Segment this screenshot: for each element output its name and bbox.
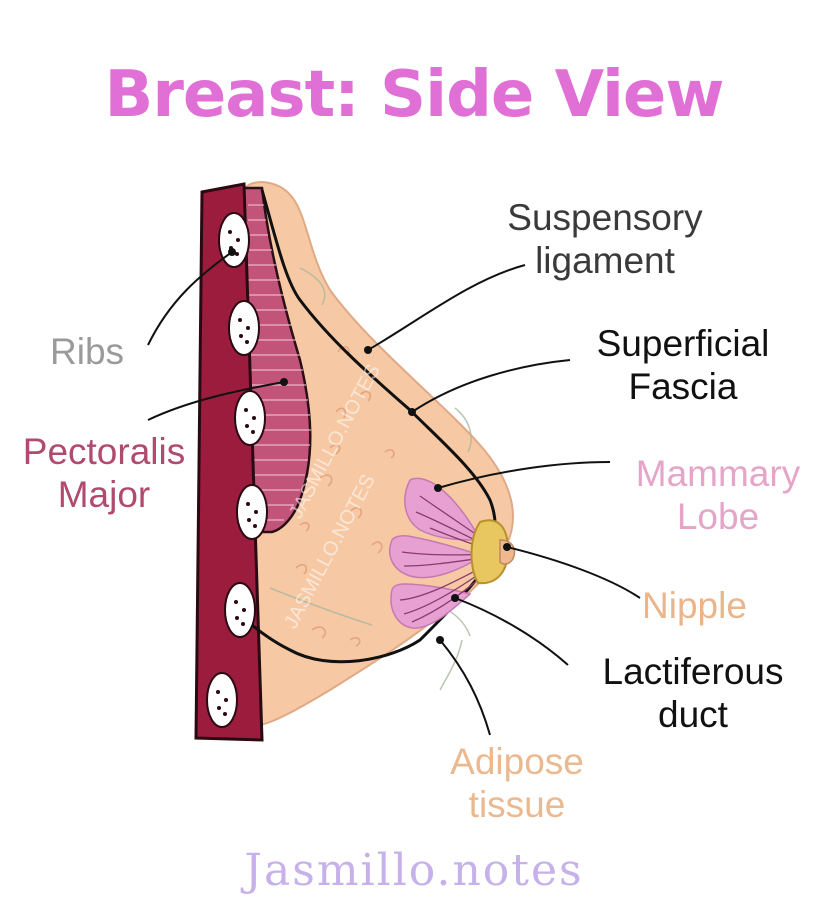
rib <box>237 485 267 539</box>
label-line: Adipose <box>412 740 622 783</box>
label-nipple: Nipple <box>642 584 747 627</box>
label-mammary-lobe: Mammary Lobe <box>608 452 828 538</box>
label-line: Lactiferous <box>568 650 818 693</box>
rib <box>235 391 265 445</box>
label-line: tissue <box>412 783 622 826</box>
label-line: Fascia <box>558 365 808 408</box>
diagram-title: Breast: Side View <box>0 58 828 132</box>
leader-nipple <box>507 547 640 598</box>
label-line: Lobe <box>608 495 828 538</box>
leader-adipose <box>440 640 490 735</box>
label-lactiferous-duct: Lactiferous duct <box>568 650 818 736</box>
label-pectoralis-major: Pectoralis Major <box>0 430 208 516</box>
label-ribs: Ribs <box>50 330 124 373</box>
rib <box>225 583 255 637</box>
label-line: ligament <box>465 239 745 282</box>
label-line: Suspensory <box>465 196 745 239</box>
label-superficial-fascia: Superficial Fascia <box>558 322 808 408</box>
mammary-lobe <box>391 584 470 628</box>
label-adipose-tissue: Adipose tissue <box>412 740 622 826</box>
author-credit: Jasmillo.notes <box>0 845 828 896</box>
rib <box>229 301 259 355</box>
label-line: Pectoralis <box>0 430 208 473</box>
label-line: Major <box>0 473 208 516</box>
label-line: Mammary <box>608 452 828 495</box>
label-line: duct <box>568 693 818 736</box>
label-suspensory-ligament: Suspensory ligament <box>465 196 745 282</box>
label-line: Superficial <box>558 322 808 365</box>
rib <box>207 673 237 727</box>
leader-lactiferous <box>455 598 568 665</box>
